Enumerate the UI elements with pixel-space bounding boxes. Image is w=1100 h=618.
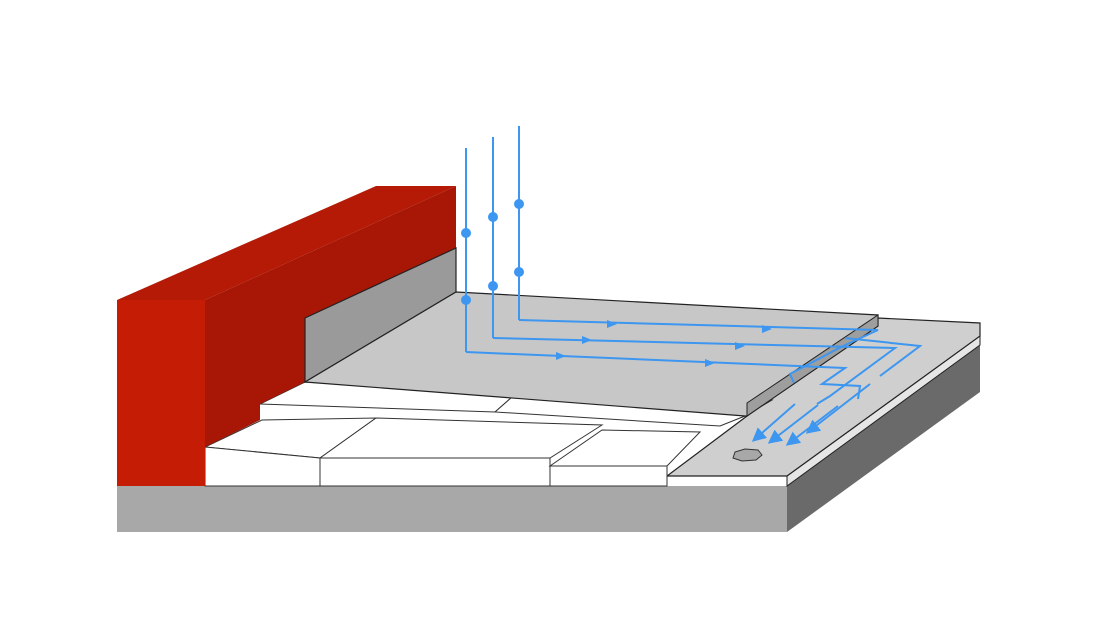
water-flow-line (844, 337, 923, 377)
insulation-board (549, 465, 668, 487)
base-slab-side (787, 345, 980, 532)
flow-arrowhead (735, 342, 745, 350)
water-flow-arrowheads (556, 320, 772, 367)
flow-arrowhead (705, 359, 715, 367)
water-flow-line (492, 337, 898, 405)
insulation-board (319, 457, 551, 487)
water-droplet (488, 212, 498, 222)
flow-arrowhead (762, 325, 772, 333)
water-flow-line (518, 319, 879, 384)
water-flow (465, 126, 923, 446)
membrane-edge-strip (746, 314, 879, 417)
water-flow-line (465, 351, 862, 400)
base-slab-front (117, 486, 787, 532)
water-flow-arrow (751, 403, 796, 442)
water-droplets (461, 199, 524, 305)
water-droplet (461, 295, 471, 305)
water-droplet (514, 199, 524, 209)
flow-arrowhead (556, 352, 566, 360)
flow-arrowhead (582, 336, 592, 344)
water-droplet (461, 228, 471, 238)
water-droplet (488, 281, 498, 291)
parapet-wall-top (117, 186, 456, 300)
parapet-wall (117, 186, 456, 486)
water-droplet (514, 267, 524, 277)
water-flow-arrow (767, 404, 819, 444)
water-flow-arrow (805, 383, 871, 434)
base-slab (117, 335, 981, 532)
parapet-wall-side (205, 186, 456, 486)
flow-arrowhead (607, 320, 617, 328)
drain-outlet (732, 448, 763, 462)
parapet-wall-front (117, 300, 205, 486)
